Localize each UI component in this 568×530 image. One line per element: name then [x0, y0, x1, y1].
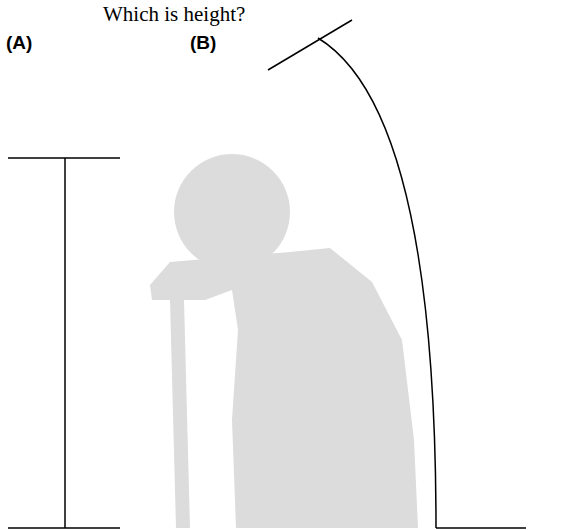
- measure-lines: [8, 20, 526, 528]
- option-label: (A): [6, 32, 32, 54]
- option-label: (B): [190, 32, 216, 54]
- stooped-person-silhouette: [150, 154, 418, 528]
- question-title: Which is height?: [103, 2, 245, 27]
